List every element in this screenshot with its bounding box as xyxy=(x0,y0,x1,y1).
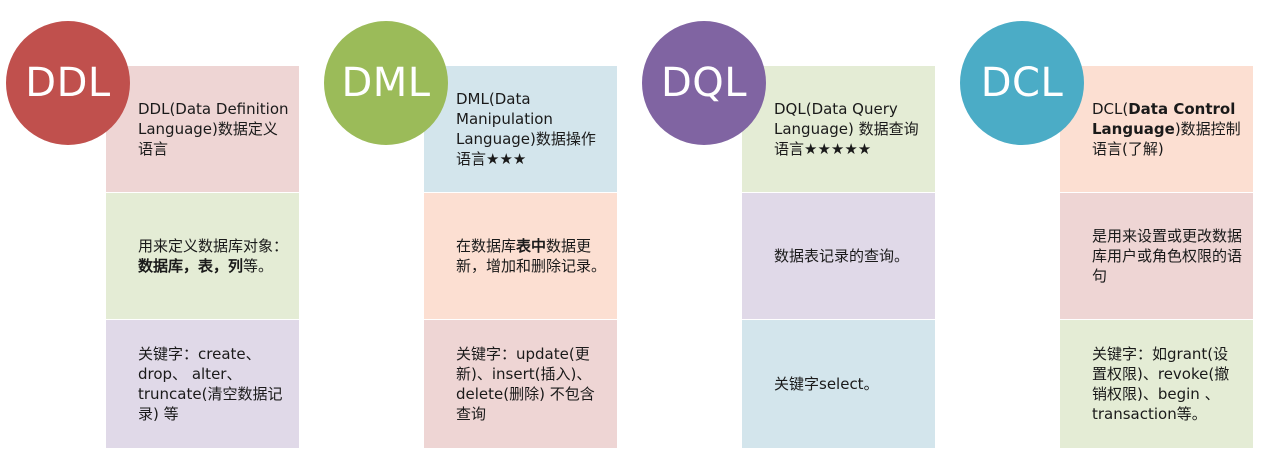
card-description: 在数据库表中数据更新，增加和删除记录。 xyxy=(424,193,617,319)
card-definition: DDL(Data Definition Language)数据定义语言 xyxy=(106,66,299,192)
card-text: 关键字：create、drop、 alter、truncate(清空数据记录) … xyxy=(138,345,283,423)
card-text: DQL(Data Query Language) 数据查询语言★★★★★ xyxy=(774,100,919,158)
badge-circle: DQL xyxy=(642,21,766,145)
card-keywords: 关键字：update(更新)、insert(插入)、delete(删除) 不包含… xyxy=(424,320,617,448)
card-keywords: 关键字select。 xyxy=(742,320,935,448)
column-dml: DML(Data Manipulation Language)数据操作语言★★★… xyxy=(318,0,638,463)
card-text: DDL(Data Definition Language)数据定义语言 xyxy=(138,100,289,158)
card-text: 在数据库表中数据更新，增加和删除记录。 xyxy=(456,237,607,275)
card-definition: DQL(Data Query Language) 数据查询语言★★★★★ xyxy=(742,66,935,192)
card-definition: DCL(Data Control Language)数据控制语言(了解) xyxy=(1060,66,1253,192)
badge-circle: DDL xyxy=(6,21,130,145)
card-text: DCL(Data Control Language)数据控制语言(了解) xyxy=(1092,100,1241,158)
column-ddl: DDL(Data Definition Language)数据定义语言 用来定义… xyxy=(0,0,320,463)
badge-circle: DML xyxy=(324,21,448,145)
card-text: 数据表记录的查询。 xyxy=(774,247,910,265)
card-description: 数据表记录的查询。 xyxy=(742,193,935,319)
card-description: 是用来设置或更改数据库用户或角色权限的语句 xyxy=(1060,193,1253,319)
card-text: 是用来设置或更改数据库用户或角色权限的语句 xyxy=(1092,227,1243,285)
card-definition: DML(Data Manipulation Language)数据操作语言★★★ xyxy=(424,66,617,192)
badge-circle: DCL xyxy=(960,21,1084,145)
card-keywords: 关键字：create、drop、 alter、truncate(清空数据记录) … xyxy=(106,320,299,448)
card-text: 关键字select。 xyxy=(774,375,879,393)
card-description: 用来定义数据库对象：数据库，表，列等。 xyxy=(106,193,299,319)
card-text: 用来定义数据库对象：数据库，表，列等。 xyxy=(138,237,289,275)
column-dcl: DCL(Data Control Language)数据控制语言(了解) 是用来… xyxy=(954,0,1262,463)
column-dql: DQL(Data Query Language) 数据查询语言★★★★★ 数据表… xyxy=(636,0,956,463)
card-text: 关键字：如grant(设置权限)、revoke(撤销权限)、begin 、tra… xyxy=(1092,345,1230,423)
card-keywords: 关键字：如grant(设置权限)、revoke(撤销权限)、begin 、tra… xyxy=(1060,320,1253,448)
card-text: DML(Data Manipulation Language)数据操作语言★★★ xyxy=(456,90,596,168)
card-text: 关键字：update(更新)、insert(插入)、delete(删除) 不包含… xyxy=(456,345,595,423)
